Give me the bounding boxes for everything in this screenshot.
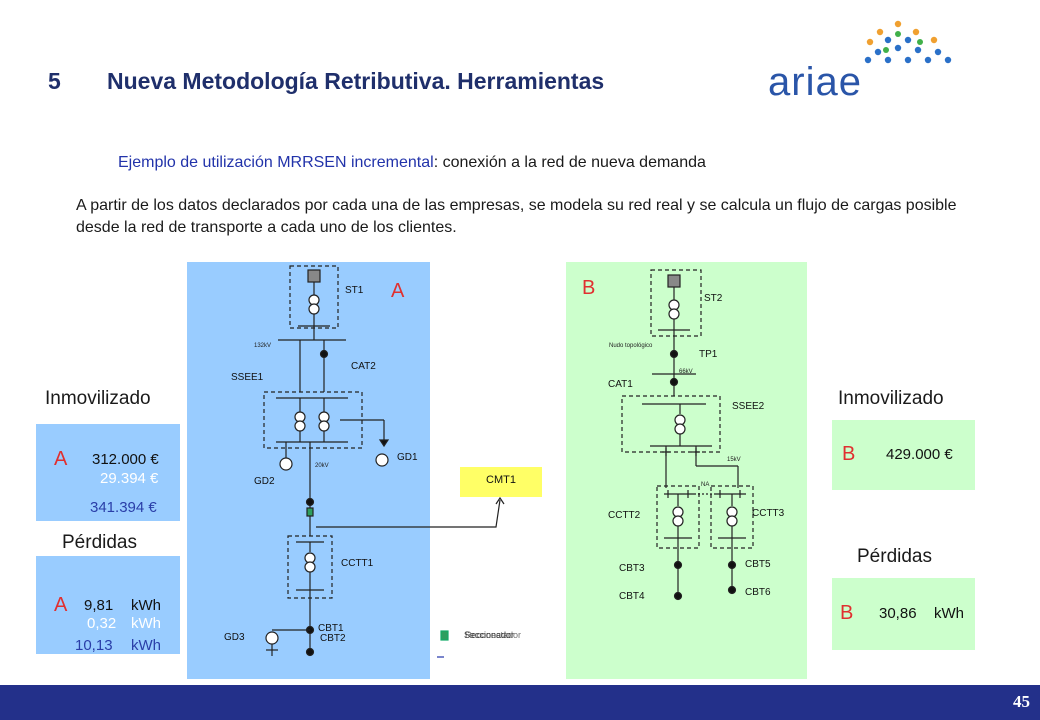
legend-seccionador: Seccionador bbox=[464, 630, 515, 640]
gd1-generator-icon bbox=[375, 453, 389, 467]
tp1-node bbox=[669, 349, 679, 359]
cbt2-label: CBT2 bbox=[320, 633, 346, 644]
ssee2-box bbox=[621, 395, 721, 453]
gd2-label: GD2 bbox=[254, 476, 275, 487]
kv-132-label: 132kV bbox=[254, 343, 272, 349]
right-perdidas-label: Pérdidas bbox=[857, 546, 932, 567]
left-inmovilizado-label: Inmovilizado bbox=[45, 388, 151, 409]
na-label: NA bbox=[701, 482, 710, 488]
st2-label: ST2 bbox=[704, 293, 723, 304]
left-perdidas-letter: A bbox=[54, 594, 68, 616]
left-inmovilizado-letter: A bbox=[54, 448, 68, 470]
diagram-b-panel bbox=[566, 262, 807, 679]
cctt3-label: CCTT3 bbox=[752, 508, 785, 519]
intro-paragraph: A partir de los datos declarados por cad… bbox=[76, 197, 957, 236]
subtitle: Ejemplo de utilización MRRSEN incrementa… bbox=[118, 154, 706, 172]
right-inmovilizado-value: 429.000 € bbox=[886, 446, 953, 463]
logo-dots-icon bbox=[864, 20, 952, 64]
page-number: 45 bbox=[1013, 692, 1030, 711]
gd2-generator-icon bbox=[279, 457, 293, 471]
kv-20-label: 20kV bbox=[315, 463, 329, 469]
page-title: Nueva Metodología Retributiva. Herramien… bbox=[107, 68, 605, 94]
right-perdidas-unit: kWh bbox=[934, 605, 964, 622]
cbt3-label: CBT3 bbox=[619, 563, 645, 574]
cmt1-box: CMT1 bbox=[460, 467, 542, 497]
left-perdidas-total: 10,13 bbox=[75, 637, 113, 654]
left-perdidas-total-unit: kWh bbox=[131, 637, 161, 654]
cbt1-label: CBT1 bbox=[318, 623, 344, 634]
left-perdidas-value: 9,81 bbox=[84, 597, 114, 614]
st1-source-icon bbox=[307, 269, 321, 283]
gd3-label: GD3 bbox=[224, 632, 245, 643]
cctt2-box bbox=[656, 485, 700, 549]
kv-66-label: 66kV bbox=[679, 369, 693, 375]
cctt1-label: CCTT1 bbox=[341, 558, 374, 569]
gd3-generator-icon bbox=[265, 631, 279, 645]
diagram-a-panel bbox=[187, 262, 430, 679]
left-perdidas-box bbox=[36, 556, 180, 654]
right-perdidas-value: 30,86 bbox=[879, 605, 917, 622]
right-inmovilizado-label: Inmovilizado bbox=[838, 388, 944, 409]
st2-source-icon bbox=[667, 274, 681, 288]
left-perdidas-added-unit: kWh bbox=[131, 615, 161, 632]
left-inmovilizado-total: 341.394 € bbox=[90, 499, 157, 516]
cbt4-label: CBT4 bbox=[619, 591, 645, 602]
left-perdidas-unit: kWh bbox=[131, 597, 161, 614]
st2-box bbox=[650, 269, 702, 337]
tp1-label: TP1 bbox=[699, 349, 718, 360]
cbt6-label: CBT6 bbox=[745, 587, 771, 598]
ssee2-label: SSEE2 bbox=[732, 401, 765, 412]
left-perdidas-added: 0,32 bbox=[87, 615, 117, 632]
cctt2-label: CCTT2 bbox=[608, 510, 641, 521]
nudo-label: Nudo topológico bbox=[609, 343, 653, 349]
left-inmovilizado-value: 312.000 € bbox=[92, 451, 159, 468]
gd1-label: GD1 bbox=[397, 452, 418, 463]
right-perdidas-letter: B bbox=[840, 602, 854, 624]
section-number: 5 bbox=[48, 68, 61, 94]
diagram-b-letter: B bbox=[582, 277, 596, 299]
subtitle-highlight: Ejemplo de utilización MRRSEN incrementa… bbox=[118, 154, 434, 171]
left-inmovilizado-added: 29.394 € bbox=[100, 470, 159, 487]
right-inmovilizado-letter: B bbox=[842, 443, 856, 465]
footer-bar bbox=[0, 685, 1040, 720]
cctt3-box bbox=[710, 485, 754, 549]
cat2-label: CAT2 bbox=[351, 361, 376, 372]
cbt5-label: CBT5 bbox=[745, 559, 771, 570]
logo-text: ariae bbox=[768, 60, 862, 104]
legend-switch-icon bbox=[440, 630, 449, 641]
left-inmovilizado-box bbox=[36, 424, 180, 521]
cat1-label: CAT1 bbox=[608, 379, 633, 390]
diagram-a-letter: A bbox=[391, 280, 405, 302]
left-perdidas-label: Pérdidas bbox=[62, 532, 137, 553]
subtitle-rest: : conexión a la red de nueva demanda bbox=[433, 154, 706, 171]
legend-reconectador: Reconectador bbox=[465, 630, 522, 640]
st1-label: ST1 bbox=[345, 285, 364, 296]
cat2-node bbox=[319, 349, 329, 359]
cmt1-label: CMT1 bbox=[486, 474, 516, 486]
right-inmovilizado-box bbox=[832, 420, 975, 490]
kv-15-label: 15kV bbox=[727, 457, 741, 463]
switch-icon bbox=[306, 507, 314, 517]
right-perdidas-box bbox=[832, 578, 975, 650]
ssee1-label: SSEE1 bbox=[231, 372, 264, 383]
